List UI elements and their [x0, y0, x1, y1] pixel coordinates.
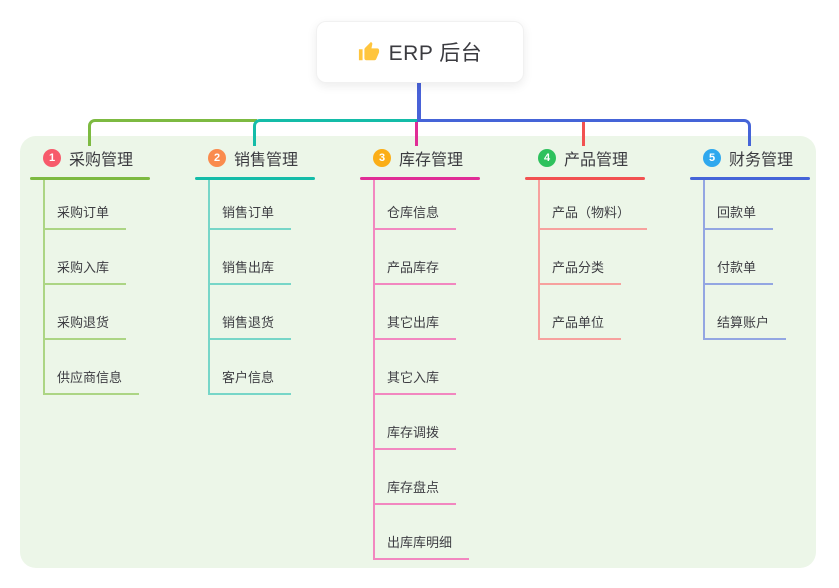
- child-node[interactable]: 回款单: [703, 201, 774, 230]
- child-node[interactable]: 库存盘点: [373, 476, 457, 505]
- child-node[interactable]: 销售出库: [208, 256, 292, 285]
- child-node[interactable]: 销售订单: [208, 201, 292, 230]
- branch-node-label: 产品管理: [564, 152, 629, 169]
- child-node[interactable]: 其它出库: [373, 311, 457, 340]
- child-node[interactable]: 结算账户: [703, 311, 787, 340]
- child-node[interactable]: 产品单位: [538, 311, 622, 340]
- branch-node-label: 采购管理: [69, 152, 134, 169]
- child-node[interactable]: 产品分类: [538, 256, 622, 285]
- child-node[interactable]: 出库库明细: [373, 531, 470, 560]
- branch-connector-line: [419, 119, 751, 146]
- branch-underline: [360, 177, 480, 180]
- branch-connector-line: [582, 122, 585, 146]
- branch-node-label: 库存管理: [399, 152, 464, 169]
- child-node[interactable]: 库存调拨: [373, 421, 457, 450]
- child-node[interactable]: 客户信息: [208, 366, 292, 395]
- child-node[interactable]: 产品库存: [373, 256, 457, 285]
- child-node[interactable]: 销售退货: [208, 311, 292, 340]
- child-node[interactable]: 采购订单: [43, 201, 127, 230]
- branch-number-badge: 5: [703, 149, 721, 167]
- branch-number-badge: 3: [373, 149, 391, 167]
- root-node-label: ERP 后台: [388, 42, 483, 65]
- branch-node-label: 销售管理: [234, 152, 299, 169]
- branch-underline: [690, 177, 810, 180]
- root-connector-line: [417, 82, 421, 122]
- branches-panel: [20, 136, 816, 568]
- branch-underline: [30, 177, 150, 180]
- branch-child-spine: [373, 180, 375, 560]
- branch-child-spine: [43, 180, 45, 395]
- child-node[interactable]: 仓库信息: [373, 201, 457, 230]
- branch-connector-line: [415, 122, 418, 146]
- branch-number-badge: 1: [43, 149, 61, 167]
- branch-underline: [525, 177, 645, 180]
- branch-number-badge: 4: [538, 149, 556, 167]
- branch-node-label: 财务管理: [729, 152, 794, 169]
- branch-underline: [195, 177, 315, 180]
- child-node[interactable]: 其它入库: [373, 366, 457, 395]
- child-node[interactable]: 采购退货: [43, 311, 127, 340]
- branch-node-3[interactable]: 3 库存管理: [373, 144, 463, 172]
- child-node[interactable]: 产品（物料）: [538, 201, 648, 230]
- branch-node-4[interactable]: 4 产品管理: [538, 144, 628, 172]
- branch-node-1[interactable]: 1 采购管理: [43, 144, 133, 172]
- child-node[interactable]: 付款单: [703, 256, 774, 285]
- branch-child-spine: [538, 180, 540, 340]
- branch-child-spine: [703, 180, 705, 340]
- child-node[interactable]: 供应商信息: [43, 366, 140, 395]
- root-node[interactable]: ERP 后台: [316, 21, 524, 83]
- branch-node-2[interactable]: 2 销售管理: [208, 144, 298, 172]
- branch-node-5[interactable]: 5 财务管理: [703, 144, 793, 172]
- branch-number-badge: 2: [208, 149, 226, 167]
- child-node[interactable]: 采购入库: [43, 256, 127, 285]
- branch-child-spine: [208, 180, 210, 395]
- branch-connector-line: [88, 119, 257, 146]
- branch-connector-line: [253, 119, 422, 146]
- thumbs-up-icon: [358, 41, 380, 63]
